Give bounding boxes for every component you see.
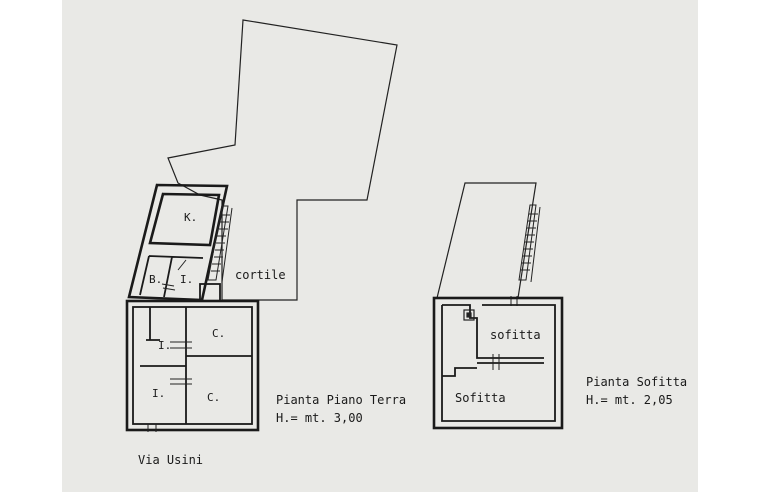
attic-roof-outline bbox=[436, 182, 537, 299]
lower-block-partitions bbox=[140, 307, 252, 424]
kitchen-inner-walls bbox=[148, 192, 221, 247]
door-mark-hall bbox=[177, 259, 187, 271]
attic-staircase bbox=[510, 204, 541, 306]
lower-door-marks bbox=[147, 341, 192, 432]
attic-door-mark bbox=[492, 354, 500, 370]
paper-sheet bbox=[62, 0, 698, 492]
ground-floor-title: Pianta Piano Terra bbox=[276, 393, 406, 407]
room-label-room-upper: C. bbox=[212, 327, 225, 340]
entry-landing bbox=[199, 283, 221, 302]
attic-title: Pianta Sofitta bbox=[586, 375, 687, 389]
lower-block bbox=[125, 283, 260, 432]
door-mark-bath bbox=[161, 283, 176, 291]
upper-block bbox=[127, 183, 229, 302]
attic-room-label-upper: sofitta bbox=[490, 328, 541, 342]
attic-staircase-rails bbox=[518, 204, 541, 283]
courtyard-label: cortile bbox=[235, 268, 286, 282]
street-label: Via Usini bbox=[138, 453, 203, 467]
ground-floor-height: H.= mt. 3,00 bbox=[276, 411, 363, 425]
room-label-hall-middle: I. bbox=[158, 339, 171, 352]
attic-plan: sofitta Sofitta Pianta Sofitta H.= mt. 2… bbox=[432, 182, 687, 430]
attic-staircase-steps bbox=[521, 213, 538, 271]
room-label-kitchen: K. bbox=[184, 211, 197, 224]
staircase-rails bbox=[207, 205, 233, 283]
ground-staircase bbox=[207, 205, 233, 283]
bath-hall-partition bbox=[139, 255, 204, 298]
lower-block-inner-walls bbox=[132, 306, 253, 425]
ground-floor-plan: K. B. I. I. I. C. C. cortile Via Usini P… bbox=[125, 19, 406, 467]
attic-outer-walls bbox=[432, 296, 564, 430]
room-label-bath: B. bbox=[149, 273, 162, 286]
attic-chimney-inner bbox=[466, 312, 472, 318]
room-label-hall-lower: I. bbox=[152, 387, 165, 400]
room-label-room-lower: C. bbox=[207, 391, 220, 404]
staircase-steps bbox=[211, 214, 230, 272]
attic-room-label-lower: Sofitta bbox=[455, 391, 506, 405]
attic-chimney bbox=[463, 309, 475, 321]
lower-block-walls bbox=[125, 299, 260, 432]
attic-height: H.= mt. 2,05 bbox=[586, 393, 673, 407]
room-label-hall-upper: I. bbox=[180, 273, 193, 286]
